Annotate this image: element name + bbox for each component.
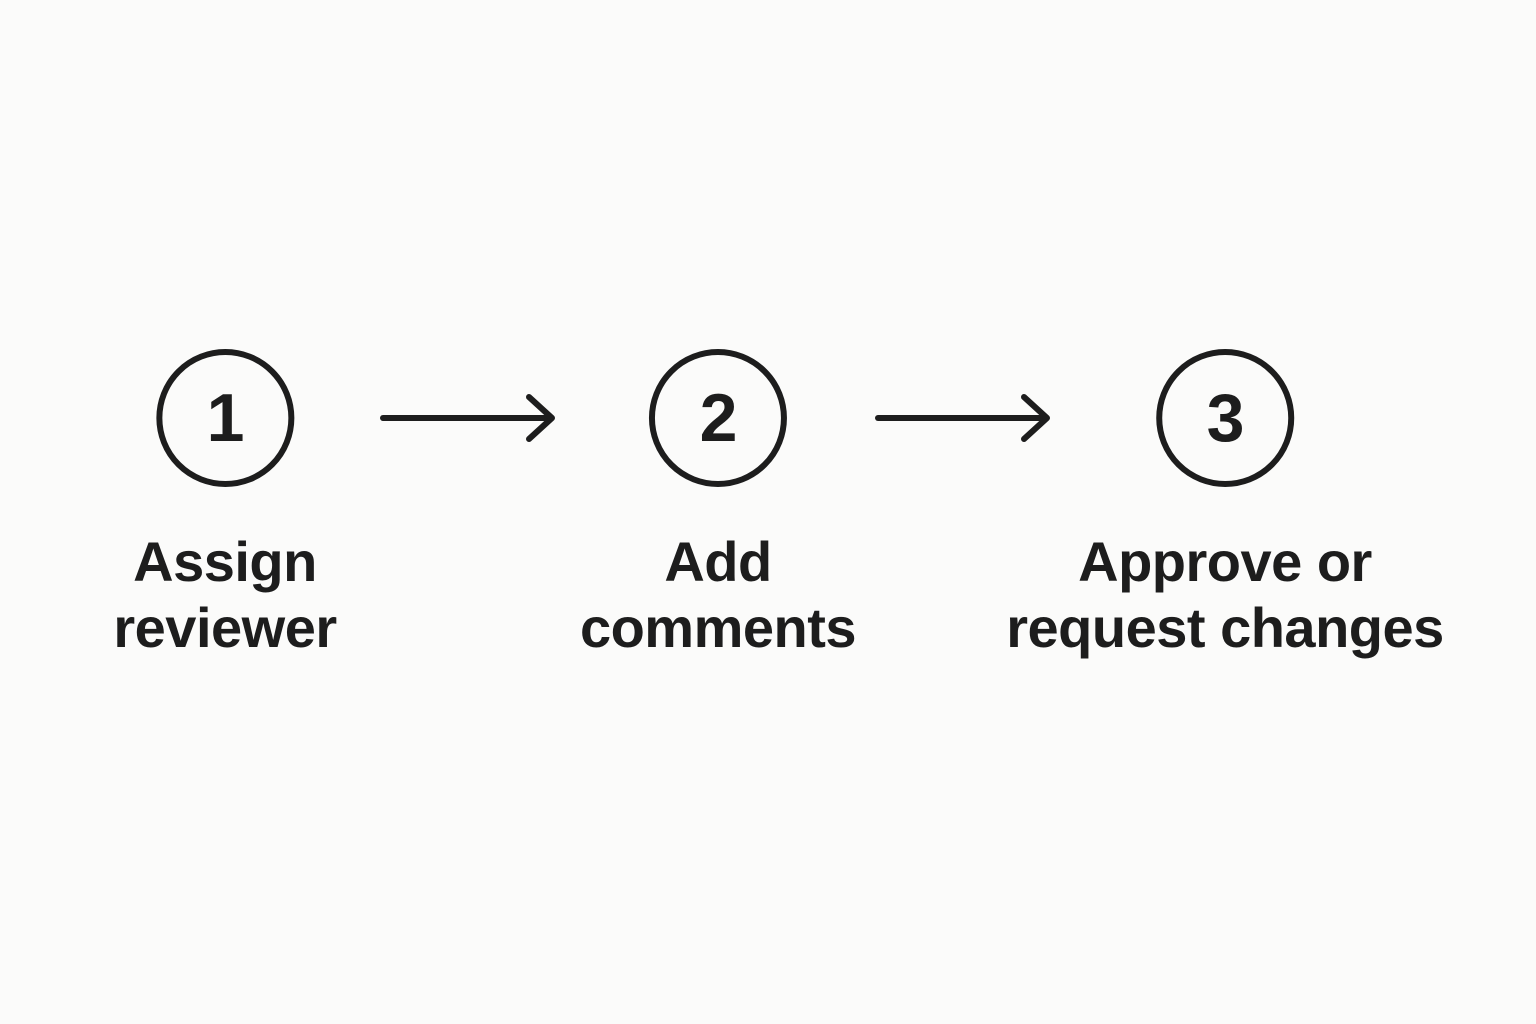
step-2-label-line-1: Add — [664, 530, 772, 593]
step-1: 1 Assign reviewer — [113, 349, 337, 661]
step-1-label-line-1: Assign — [133, 530, 317, 593]
step-3-number: 3 — [1206, 380, 1245, 456]
step-3-badge: 3 — [1155, 349, 1294, 487]
step-2-number: 2 — [699, 380, 738, 456]
step-2-badge: 2 — [649, 349, 787, 487]
step-3-label-line-2: request changes — [1006, 596, 1444, 660]
step-2-label-line-2: comments — [579, 596, 857, 660]
arrow-right-icon — [379, 388, 559, 448]
step-1-number: 1 — [206, 380, 245, 456]
step-3: 3 Approve or request changes — [1006, 349, 1444, 661]
step-1-label-line-2: reviewer — [113, 596, 337, 660]
step-3-label: Approve or request changes — [1006, 529, 1444, 661]
step-1-label: Assign reviewer — [113, 529, 337, 661]
arrow-right-icon — [874, 388, 1054, 448]
step-2-label: Add comments — [579, 529, 857, 661]
step-3-label-line-1: Approve or — [1078, 530, 1372, 593]
step-2: 2 Add comments — [579, 349, 857, 661]
step-1-badge: 1 — [156, 349, 294, 487]
